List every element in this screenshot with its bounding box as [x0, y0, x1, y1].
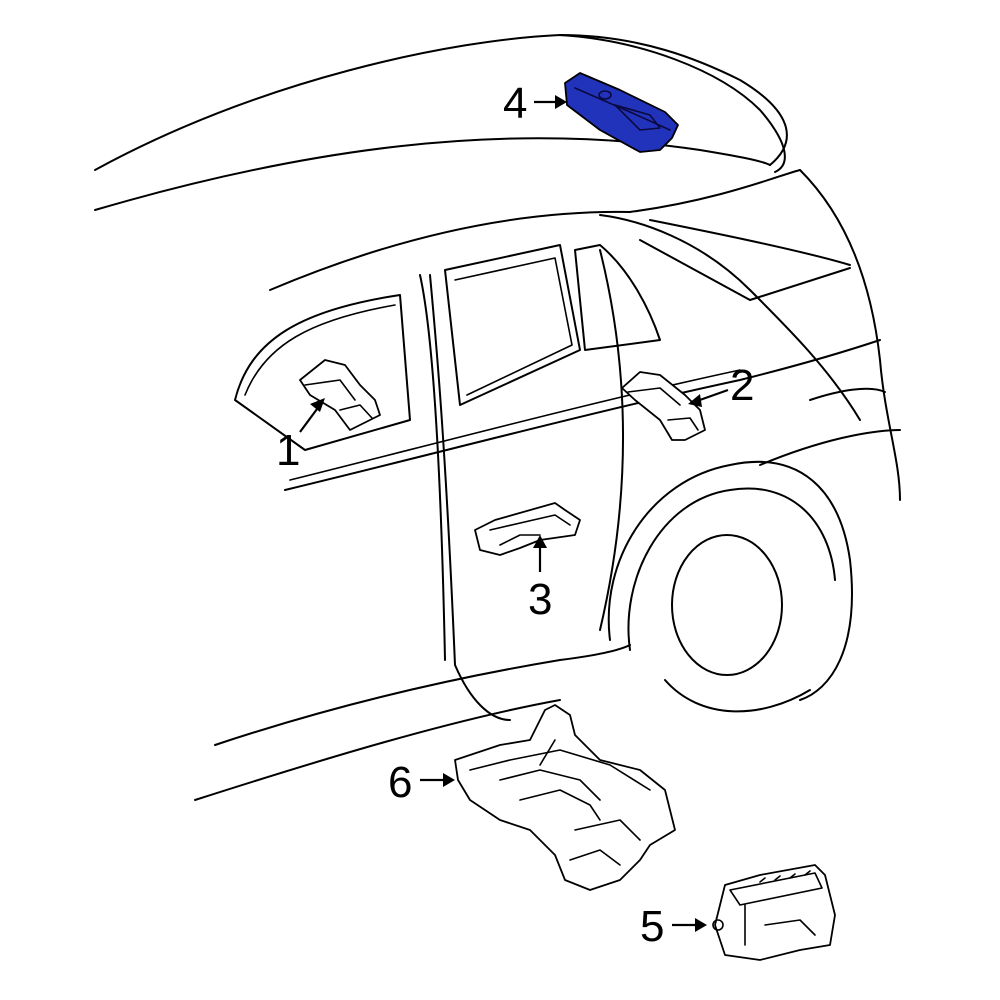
vehicle-body-outline — [94, 34, 901, 801]
callout-label-1: 1 — [276, 426, 300, 475]
callout-label-4: 4 — [503, 79, 527, 128]
callout-label-5: 5 — [640, 902, 664, 951]
callout-arrows — [299, 95, 729, 932]
part-2-door-handle-bracket — [621, 371, 706, 441]
part-4-roof-module — [564, 72, 679, 153]
callout-label-3: 3 — [528, 575, 552, 624]
part-3-door-handle-bracket — [474, 502, 581, 556]
callout-label-2: 2 — [730, 361, 754, 410]
callout-label-6: 6 — [388, 758, 412, 807]
part-1-door-handle-bracket — [299, 359, 381, 431]
part-6-relay-box-carrier — [454, 704, 676, 891]
part-5-control-module — [712, 864, 836, 961]
